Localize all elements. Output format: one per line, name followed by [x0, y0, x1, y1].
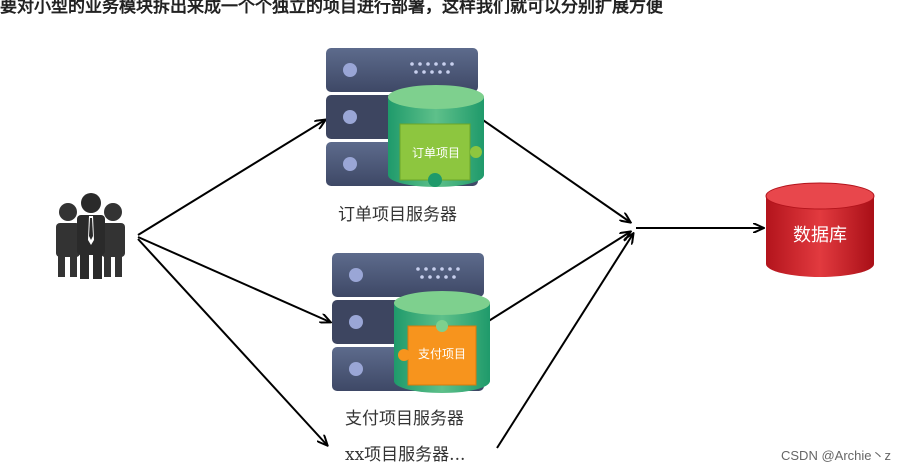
order-module-label: 订单项目: [412, 146, 460, 160]
module-cylinder-order: [388, 85, 484, 187]
payment-module-label: 支付项目: [418, 347, 466, 361]
arrow-order-to-merge: [479, 117, 630, 222]
payment-server-caption: 支付项目服务器: [345, 409, 464, 429]
database-cylinder-icon: [765, 182, 875, 277]
arrow-users-to-payment-server: [137, 236, 330, 322]
arrow-users-to-order-server: [137, 120, 325, 236]
top-sentence: 要对小型的业务模块拆出来成一个个独立的项目进行部署，这样我们就可以分别扩展方便: [0, 0, 663, 14]
xx-server-caption: xx项目服务器...: [345, 445, 466, 465]
arrow-payment-to-merge: [486, 232, 630, 323]
order-server-caption: 订单项目服务器: [338, 205, 457, 225]
arrow-xx-to-merge: [496, 234, 633, 449]
users-group-icon: [56, 193, 125, 279]
arrow-users-to-xx-server: [137, 238, 327, 445]
database-label: 数据库: [793, 225, 847, 246]
module-cylinder-payment: [394, 291, 490, 393]
watermark: CSDN @Archie丶z: [781, 448, 891, 463]
